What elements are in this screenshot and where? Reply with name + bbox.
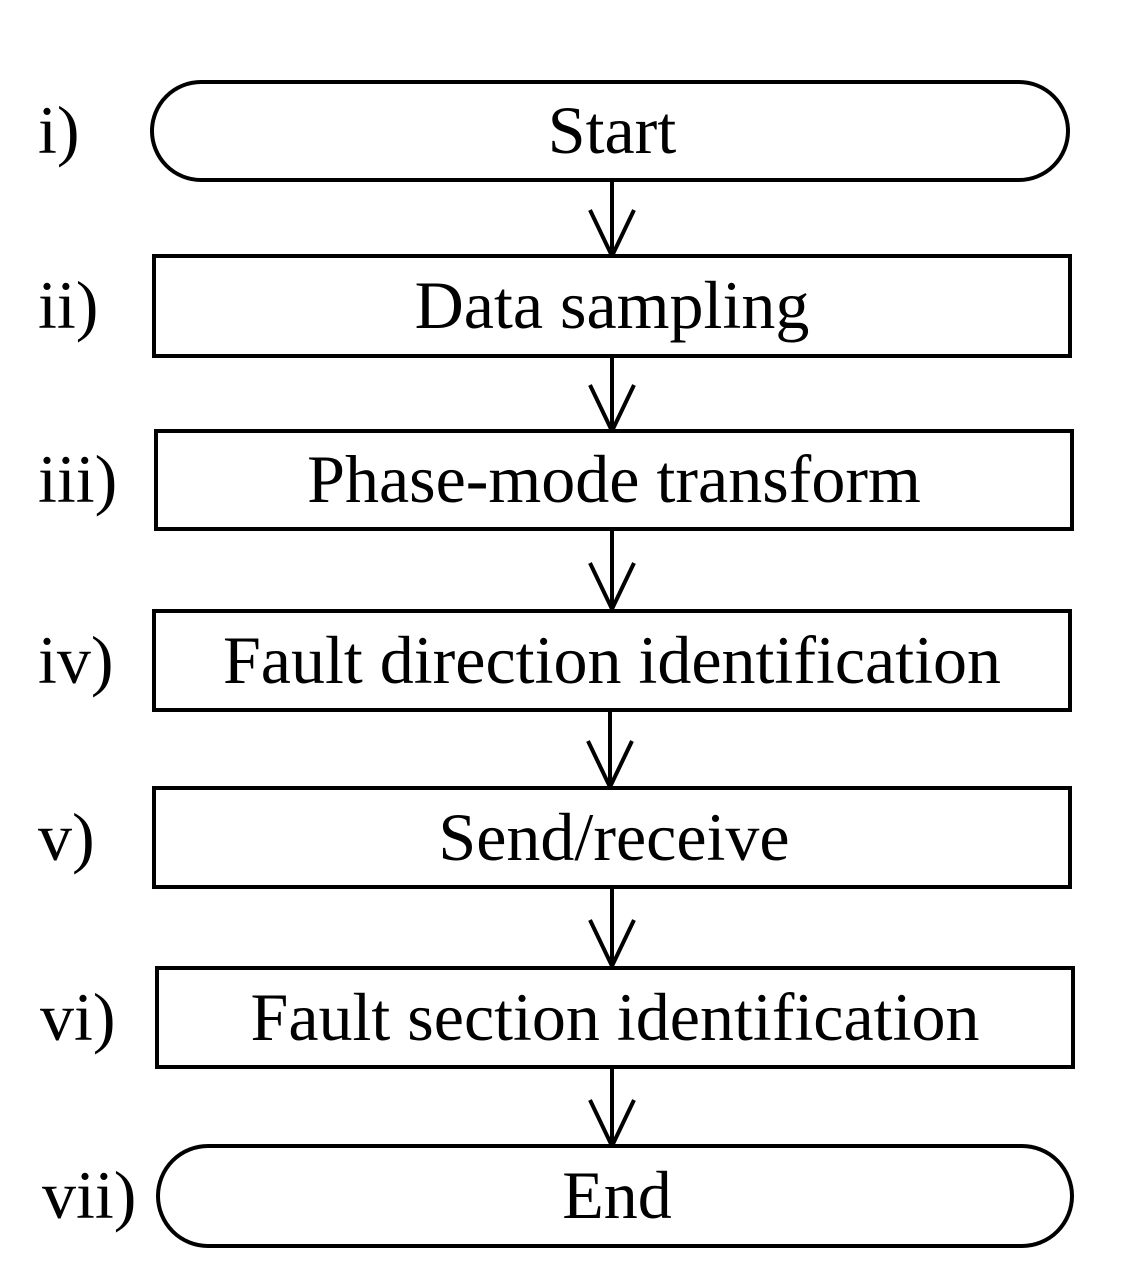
arrow-fault-direction-to-send-receive <box>586 710 634 792</box>
arrow-fault-section-to-end <box>588 1067 636 1151</box>
start-step-label: i) <box>38 92 80 168</box>
step-fault-direction-identification: Fault direction identification iv) <box>38 609 1072 712</box>
send-receive-text: Send/receive <box>438 799 789 875</box>
arrow-phase-mode-to-fault-direction <box>588 529 636 614</box>
data-sampling-text: Data sampling <box>415 267 810 343</box>
send-receive-box <box>152 786 1072 889</box>
data-sampling-step-label: ii) <box>38 267 98 343</box>
fault-direction-identification-text: Fault direction identification <box>223 622 1001 698</box>
fault-section-identification-step-label: vi) <box>40 979 116 1055</box>
step-send-receive: Send/receive v) <box>38 786 1072 889</box>
phase-mode-transform-step-label: iii) <box>38 441 117 517</box>
phase-mode-transform-box <box>154 429 1074 531</box>
step-start: Start i) <box>38 80 1070 182</box>
data-sampling-box <box>152 254 1072 358</box>
step-fault-section-identification: Fault section identification vi) <box>40 966 1075 1069</box>
step-phase-mode-transform: Phase-mode transform iii) <box>38 429 1074 531</box>
end-terminal-shape <box>156 1144 1074 1248</box>
arrow-data-sampling-to-phase-mode <box>588 356 636 436</box>
arrow-send-receive-to-fault-section <box>588 887 636 971</box>
end-text: End <box>562 1157 672 1233</box>
fault-direction-identification-step-label: iv) <box>38 622 114 698</box>
phase-mode-transform-text: Phase-mode transform <box>307 441 921 517</box>
fault-section-identification-text: Fault section identification <box>251 979 980 1055</box>
start-text: Start <box>548 92 677 168</box>
step-end: End vii) <box>42 1144 1074 1248</box>
step-data-sampling: Data sampling ii) <box>38 254 1072 358</box>
arrow-start-to-data-sampling <box>588 180 636 261</box>
fault-section-identification-box <box>155 966 1075 1069</box>
end-step-label: vii) <box>42 1157 136 1233</box>
send-receive-step-label: v) <box>38 799 95 875</box>
